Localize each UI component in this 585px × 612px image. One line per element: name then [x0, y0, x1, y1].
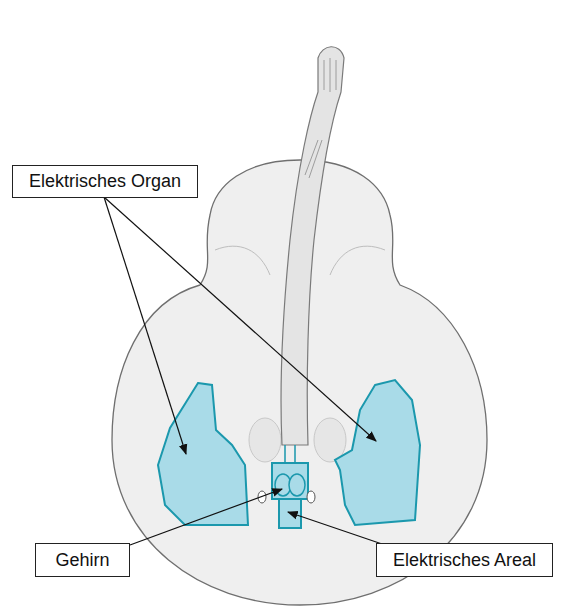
brain-outline [272, 463, 308, 499]
label-text: Gehirn [55, 550, 109, 571]
leader-line [104, 197, 376, 441]
label-box: Elektrisches Organ [12, 165, 198, 198]
label-text: Elektrisches Organ [29, 171, 181, 192]
label-box: Gehirn [35, 543, 130, 577]
fin-bump [249, 418, 281, 462]
tail-stripes [305, 58, 336, 178]
brain-lobe [289, 474, 305, 496]
label-box: Elektrisches Areal [376, 543, 553, 577]
eye [307, 491, 315, 503]
ray-tail [281, 47, 344, 445]
leader-line [130, 489, 282, 545]
label-text: Elektrisches Areal [393, 550, 536, 571]
leader-line [288, 512, 385, 545]
electric-organ-right [335, 380, 420, 525]
leader-line [104, 197, 186, 454]
electric-organ-left [158, 383, 248, 525]
spinal-cord [285, 445, 295, 463]
